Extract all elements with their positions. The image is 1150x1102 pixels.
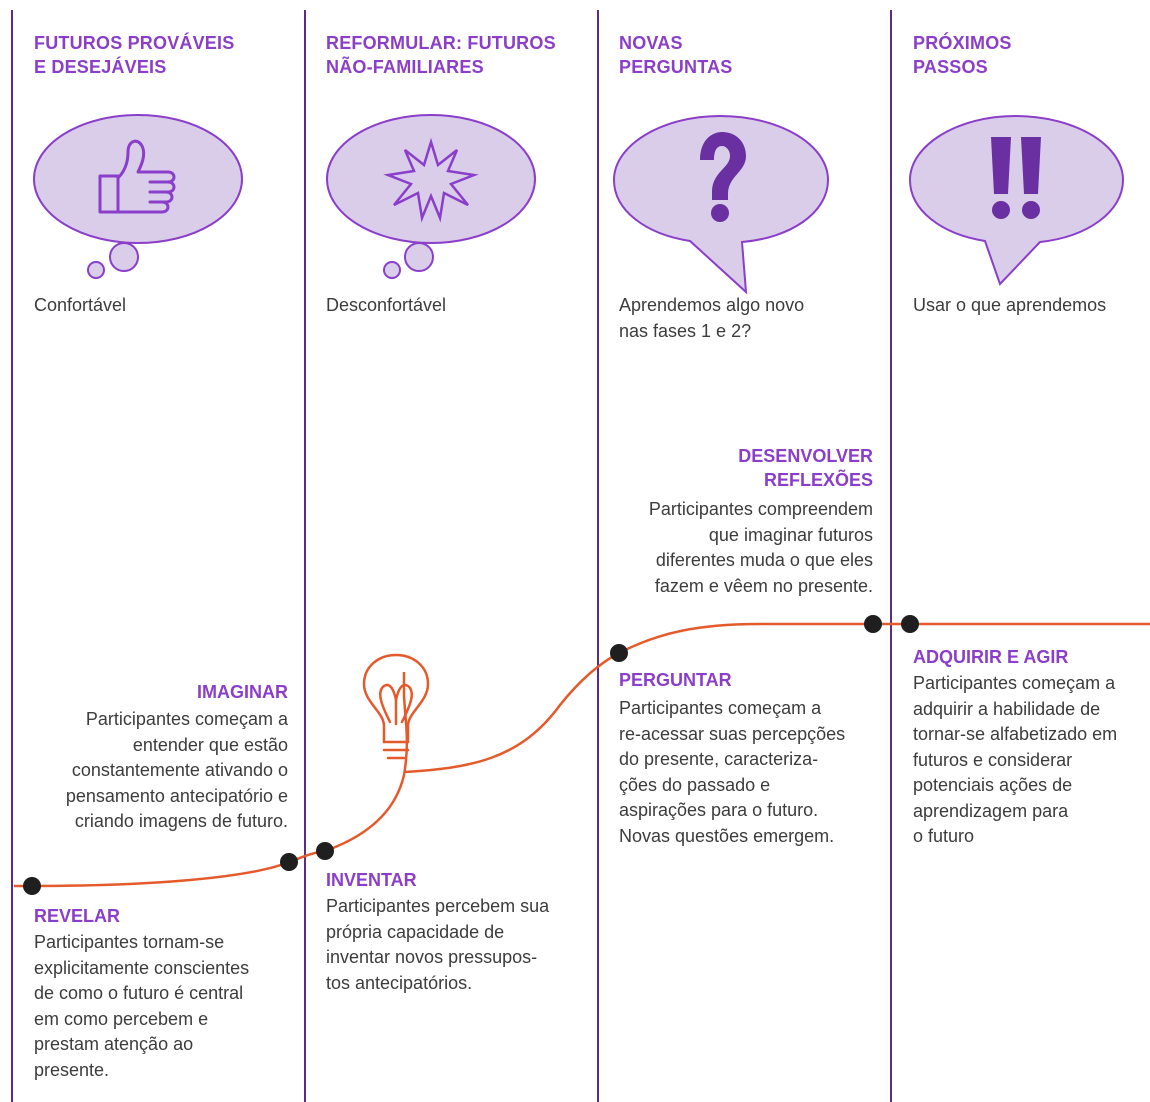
question-mark-icon — [700, 132, 746, 222]
stage-text-perguntar: Participantes começam a re-acessar suas … — [619, 698, 846, 846]
starburst-icon — [383, 137, 479, 223]
column-divider — [597, 10, 599, 1102]
stage-title-desenvolver: DESENVOLVER REFLEXÕES — [738, 446, 873, 490]
stage-text-desenvolver: Participantes compreendem que imaginar f… — [648, 499, 873, 596]
thought-bubble — [326, 114, 536, 279]
dot-marker-icon — [23, 615, 919, 895]
column-heading-proximos-passos: PRÓXIMOS PASSOS — [913, 33, 1012, 77]
double-exclamation-icon — [991, 137, 1041, 219]
column-divider — [304, 10, 306, 1102]
speech-bubble — [908, 114, 1125, 286]
column-heading-reformular: REFORMULAR: FUTUROS NÃO-FAMILIARES — [326, 33, 556, 77]
stage-text-imaginar: Participantes começam a entender que est… — [65, 709, 288, 831]
column-caption: Aprendemos algo novo nas fases 1 e 2? — [619, 295, 805, 341]
thought-bubble — [33, 114, 243, 279]
stage-text-inventar: Participantes percebem sua própria capac… — [326, 896, 550, 993]
stage-text-revelar: Participantes tornam-se explicitamente c… — [34, 932, 250, 1080]
speech-bubble — [612, 114, 830, 295]
column-heading-futuros-provaveis: FUTUROS PROVÁVEIS E DESEJÁVEIS — [34, 33, 235, 77]
lightbulb-icon — [362, 653, 430, 760]
column-divider — [11, 10, 13, 1102]
column-caption: Confortável — [34, 295, 127, 315]
stage-title-imaginar: IMAGINAR — [197, 682, 288, 702]
stage-text-adquirir: Participantes começam a adquirir a habil… — [913, 673, 1118, 846]
stage-title-revelar: REVELAR — [34, 906, 121, 926]
column-divider — [890, 10, 892, 1102]
column-heading-novas-perguntas: NOVAS PERGUNTAS — [619, 33, 733, 77]
column-caption: Desconfortável — [326, 295, 447, 315]
column-caption: Usar o que aprendemos — [913, 295, 1107, 315]
stage-title-adquirir: ADQUIRIR E AGIR — [913, 647, 1069, 667]
thumbs-up-icon — [98, 139, 176, 214]
stage-title-perguntar: PERGUNTAR — [619, 670, 732, 690]
stage-title-inventar: INVENTAR — [326, 870, 417, 890]
